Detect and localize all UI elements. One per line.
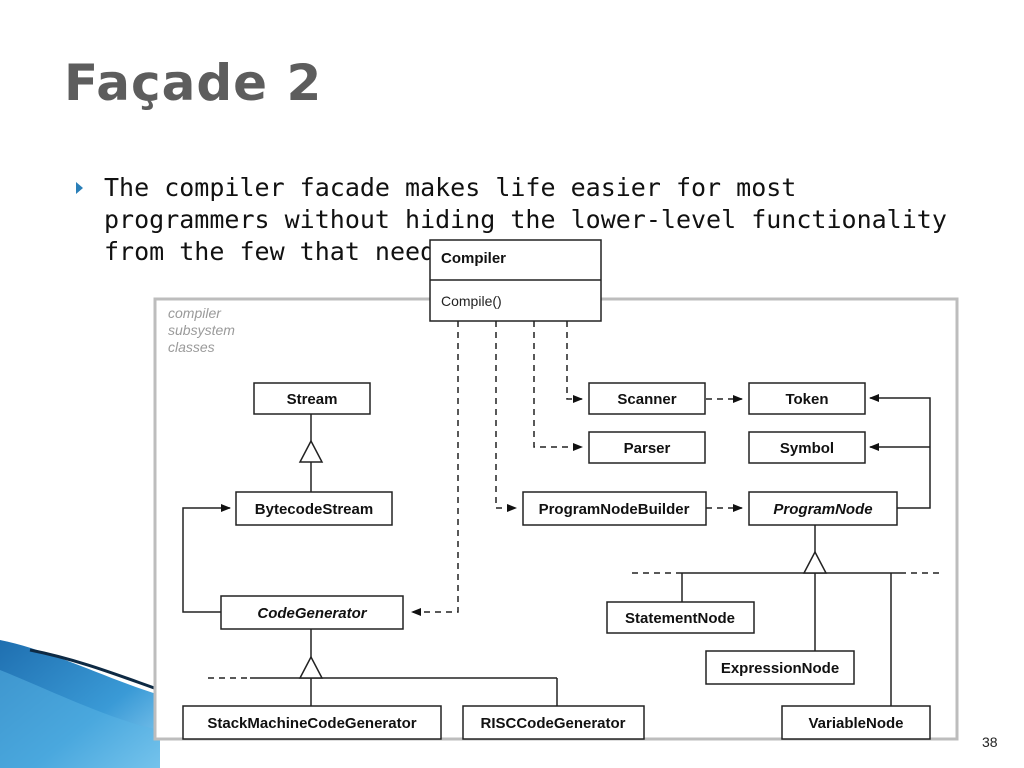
scanner-box	[588, 382, 706, 415]
subsystem-caption-2: subsystem	[168, 322, 235, 338]
codegenerator-label: CodeGenerator	[257, 605, 367, 622]
variablenode-box	[781, 705, 931, 740]
parser-label: Parser	[624, 440, 671, 457]
bytecodestream-label: BytecodeStream	[255, 501, 373, 518]
bytecodestream-box	[235, 491, 393, 526]
subsystem-caption-3: classes	[168, 339, 215, 355]
codegenerator-generalization-icon	[298, 655, 324, 679]
risccodegenerator-label: RISCCodeGenerator	[480, 715, 625, 732]
compiler-to-parser-link	[533, 321, 583, 451]
programnode-generalization-icon	[802, 550, 828, 574]
symbol-box	[748, 431, 866, 464]
compiler-class-name: Compiler	[441, 250, 506, 267]
compiler-operation: Compile()	[441, 293, 502, 309]
risccodegenerator-box	[462, 705, 645, 740]
programnode-label: ProgramNode	[773, 501, 872, 518]
scanner-label: Scanner	[617, 391, 676, 408]
compiler-to-programnodebuilder-link	[495, 321, 517, 512]
compiler-to-scanner-link	[566, 321, 583, 403]
slide-title: Façade 2	[64, 54, 323, 112]
stream-box	[253, 382, 371, 415]
stackmachinecodegenerator-box	[182, 705, 442, 740]
stream-generalization-icon	[298, 439, 324, 463]
statementnode-box	[606, 601, 755, 634]
stackmachinecodegenerator-label: StackMachineCodeGenerator	[207, 715, 416, 732]
token-box	[748, 382, 866, 415]
slide-number: 38	[982, 734, 998, 750]
programnodebuilder-label: ProgramNodeBuilder	[539, 501, 690, 518]
corner-decoration	[0, 640, 160, 768]
variablenode-label: VariableNode	[808, 715, 903, 732]
expressionnode-box	[705, 650, 855, 685]
programnode-to-token-link	[869, 394, 931, 509]
subsystem-caption-1: compiler	[168, 305, 222, 321]
expressionnode-label: ExpressionNode	[721, 660, 839, 677]
bullet-text: The compiler facade makes life easier fo…	[104, 173, 947, 266]
compiler-to-codegenerator-link	[411, 321, 459, 616]
symbol-label: Symbol	[780, 440, 834, 457]
programnodebuilder-box	[522, 491, 707, 526]
token-label: Token	[785, 391, 828, 408]
codegenerator-to-bytecodestream-link	[182, 504, 231, 613]
programnode-box	[748, 491, 898, 526]
parser-box	[588, 431, 706, 464]
bullet-arrow-icon	[76, 182, 83, 194]
stream-label: Stream	[287, 391, 338, 408]
codegenerator-box	[220, 595, 404, 630]
statementnode-label: StatementNode	[625, 610, 735, 627]
